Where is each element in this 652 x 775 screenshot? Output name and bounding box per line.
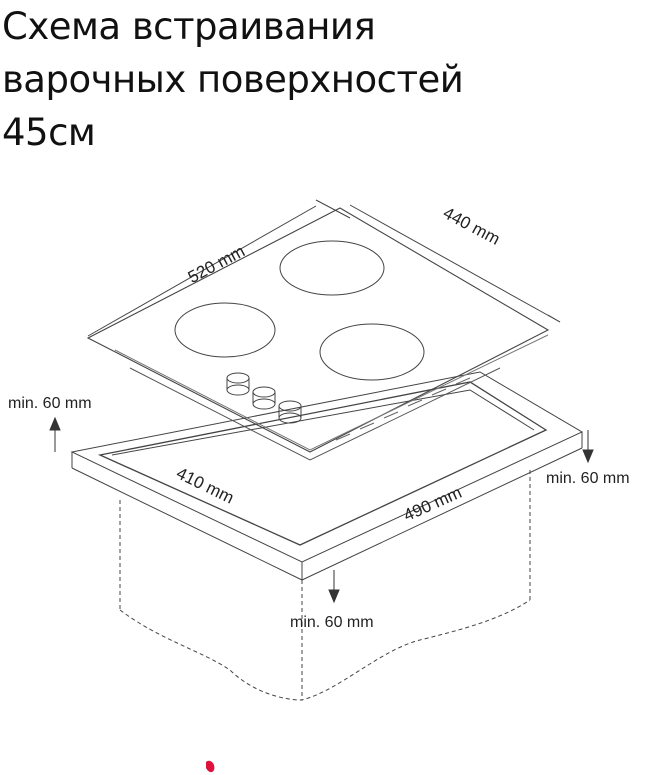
dim-tick	[547, 314, 561, 323]
label-410: 410 mm	[173, 464, 237, 508]
arrow-head-up	[49, 416, 61, 431]
control-knob	[278, 400, 302, 424]
label-440: 440 mm	[440, 203, 503, 249]
countertop-edge	[301, 447, 583, 581]
cabinet-bottom-break	[119, 599, 531, 701]
arrow-head-down	[328, 589, 340, 604]
dim-tick	[315, 199, 351, 219]
cutout-opening	[97, 381, 548, 546]
burner-front-right	[319, 323, 425, 381]
red-mark	[206, 760, 215, 773]
label-520: 520 mm	[185, 241, 248, 287]
title-line-2: варочных поверхностей	[2, 58, 464, 101]
hob-glass	[86, 207, 550, 453]
label-clearance-left: min. 60 mm	[8, 395, 92, 412]
title-line-3: 45см	[2, 111, 96, 154]
label-clearance-right: min. 60 mm	[546, 470, 630, 487]
countertop-edge	[71, 467, 303, 581]
hob-thickness	[114, 334, 549, 451]
hob-housing	[129, 367, 501, 461]
burner-rear-right	[279, 240, 385, 296]
diagram-title: Схема встраивания варочных поверхностей …	[2, 0, 622, 159]
title-line-1: Схема встраивания	[2, 5, 376, 48]
dim-line-520	[87, 205, 317, 337]
label-clearance-front: min. 60 mm	[290, 614, 374, 631]
control-knob	[252, 386, 276, 410]
dim-line-440	[349, 204, 561, 323]
countertop-top	[70, 371, 584, 563]
control-knob	[226, 372, 250, 396]
burner-front-left	[174, 302, 276, 358]
front-vents	[335, 377, 471, 441]
cutout-inner-edge	[111, 389, 535, 456]
arrow-head-down	[582, 449, 594, 464]
